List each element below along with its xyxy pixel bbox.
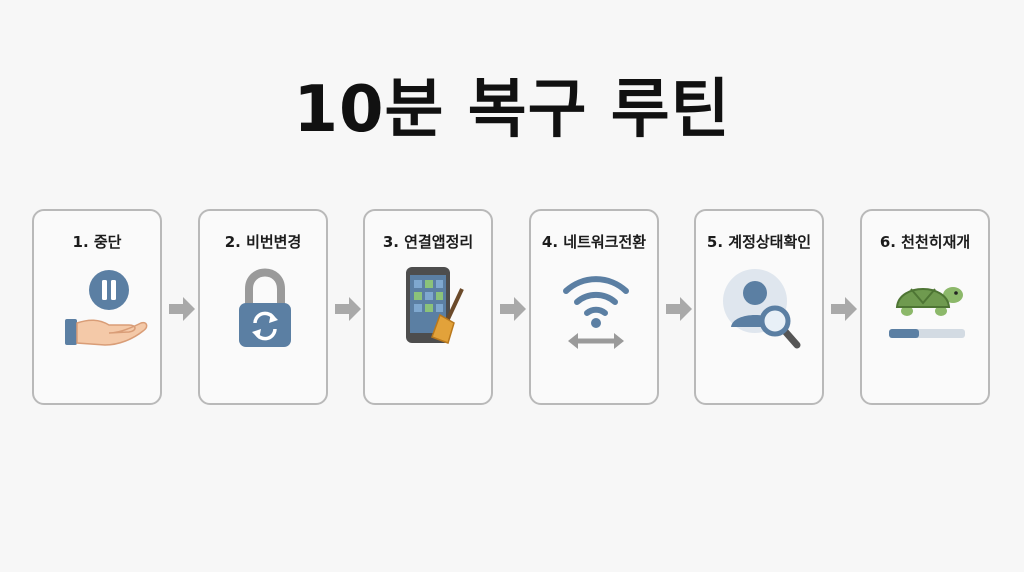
- step-label: 3. 연결앱정리: [382, 233, 474, 251]
- arrow-right-icon: [831, 297, 857, 321]
- step-label: 5. 계정상태확인: [706, 233, 812, 251]
- arrow-right-icon: [335, 297, 361, 321]
- step-label: 1. 중단: [72, 233, 122, 251]
- user-search-icon: [723, 269, 801, 349]
- step-card-network-switch: 4. 네트워크전환: [529, 209, 659, 405]
- page-title: 10분 복구 루틴: [293, 73, 731, 147]
- step-card-stop: 1. 중단: [32, 209, 162, 405]
- arrow-right-icon: [666, 297, 692, 321]
- lock-refresh-icon: [239, 268, 291, 347]
- arrow-right-icon: [169, 297, 195, 321]
- steps-flow: 1. 중단 2. 비번변경 3. 연결앱정리: [32, 209, 994, 409]
- wifi-switch-icon: [563, 276, 629, 349]
- step-card-account-status: 5. 계정상태확인: [694, 209, 824, 405]
- turtle-progress-icon: [889, 287, 965, 338]
- step-card-connected-apps: 3. 연결앱정리: [363, 209, 493, 405]
- step-label: 6. 천천히재개: [879, 233, 971, 251]
- step-label: 2. 비번변경: [224, 233, 302, 251]
- arrow-right-icon: [500, 297, 526, 321]
- hand-pause-icon: [65, 270, 148, 346]
- step-card-password-change: 2. 비번변경: [198, 209, 328, 405]
- step-card-slow-resume: 6. 천천히재개: [860, 209, 990, 405]
- phone-broom-icon: [406, 267, 464, 344]
- step-label: 4. 네트워크전환: [541, 233, 647, 251]
